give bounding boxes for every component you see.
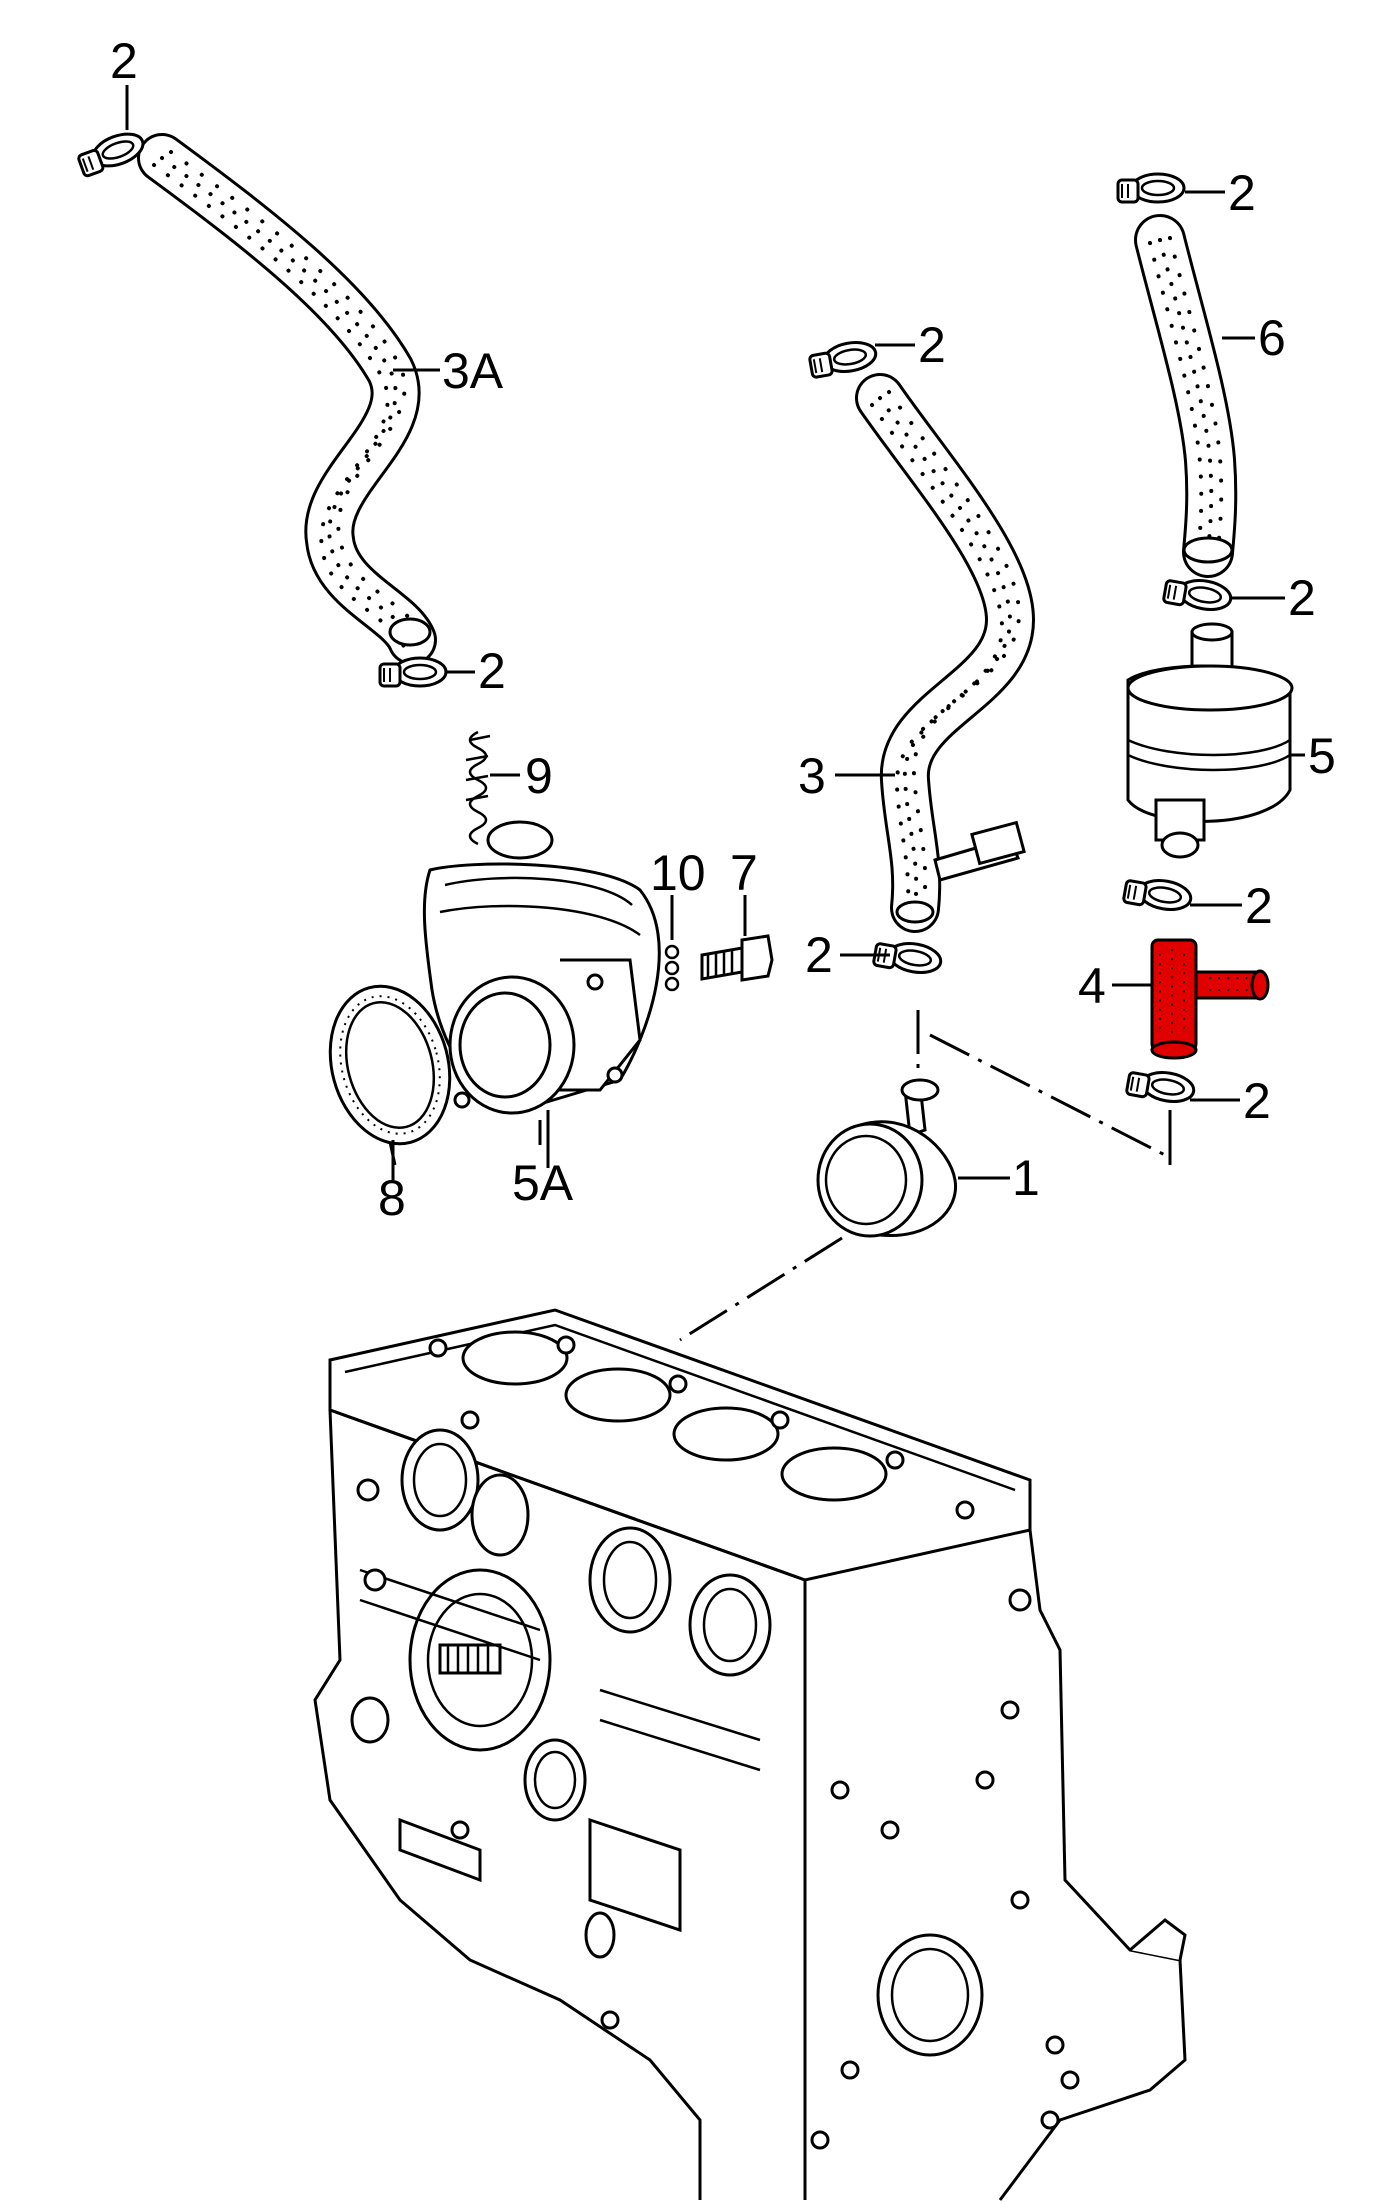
hose-clamp-icon <box>378 656 448 688</box>
callout-washer: 10 <box>650 845 706 901</box>
callout-clamp: 2 <box>1288 570 1316 626</box>
engine-block <box>313 1308 1187 2201</box>
callout-hose-3: 3 <box>798 748 826 804</box>
callout-adapter: 1 <box>1012 1150 1040 1206</box>
hose-clamp-icon <box>806 337 880 380</box>
thermostat-housing <box>422 820 661 1115</box>
callout-gasket: 8 <box>378 1170 406 1226</box>
assembly-lines <box>538 1010 1172 1342</box>
callout-clamp: 2 <box>805 927 833 983</box>
hose-clamp-icon <box>1116 172 1186 204</box>
breather-adapter <box>816 1078 958 1238</box>
hose-3 <box>855 373 1035 933</box>
callout-clamp: 2 <box>110 33 138 89</box>
spring-icon <box>465 730 491 846</box>
hose-3a <box>137 133 437 665</box>
hose-clamp-icon <box>74 126 149 179</box>
callout-hose-3a: 3A <box>442 343 504 399</box>
callout-clamp: 2 <box>1243 1073 1271 1129</box>
callout-t-piece: 4 <box>1078 958 1106 1014</box>
callout-clamp: 2 <box>918 317 946 373</box>
washer-icon <box>664 944 680 992</box>
callout-clamp: 2 <box>478 643 506 699</box>
hose-clamp-icon <box>1121 872 1195 915</box>
leader-lines <box>125 85 1305 1180</box>
callout-hose-6: 6 <box>1258 310 1286 366</box>
callout-clamp: 2 <box>1228 165 1256 221</box>
callout-clamp: 2 <box>1245 878 1273 934</box>
callout-filter: 5 <box>1308 728 1336 784</box>
hose-6 <box>1134 214 1238 578</box>
hose-clamp-icon <box>871 935 945 978</box>
callout-spring: 9 <box>525 748 553 804</box>
callout-housing: 5A <box>512 1155 574 1211</box>
bolt-icon <box>700 934 774 982</box>
fuel-filter <box>1126 622 1294 859</box>
hose-clamp-icon <box>1124 1064 1198 1107</box>
callout-bolt: 7 <box>730 845 758 901</box>
gasket-icon <box>328 984 452 1146</box>
hose-clamp-icon <box>1161 572 1235 615</box>
t-piece-icon[interactable] <box>1150 938 1270 1060</box>
callout-labels: 2 3A 2 9 10 7 8 5A 2 3 2 1 2 6 2 5 2 4 2 <box>110 33 1336 1226</box>
